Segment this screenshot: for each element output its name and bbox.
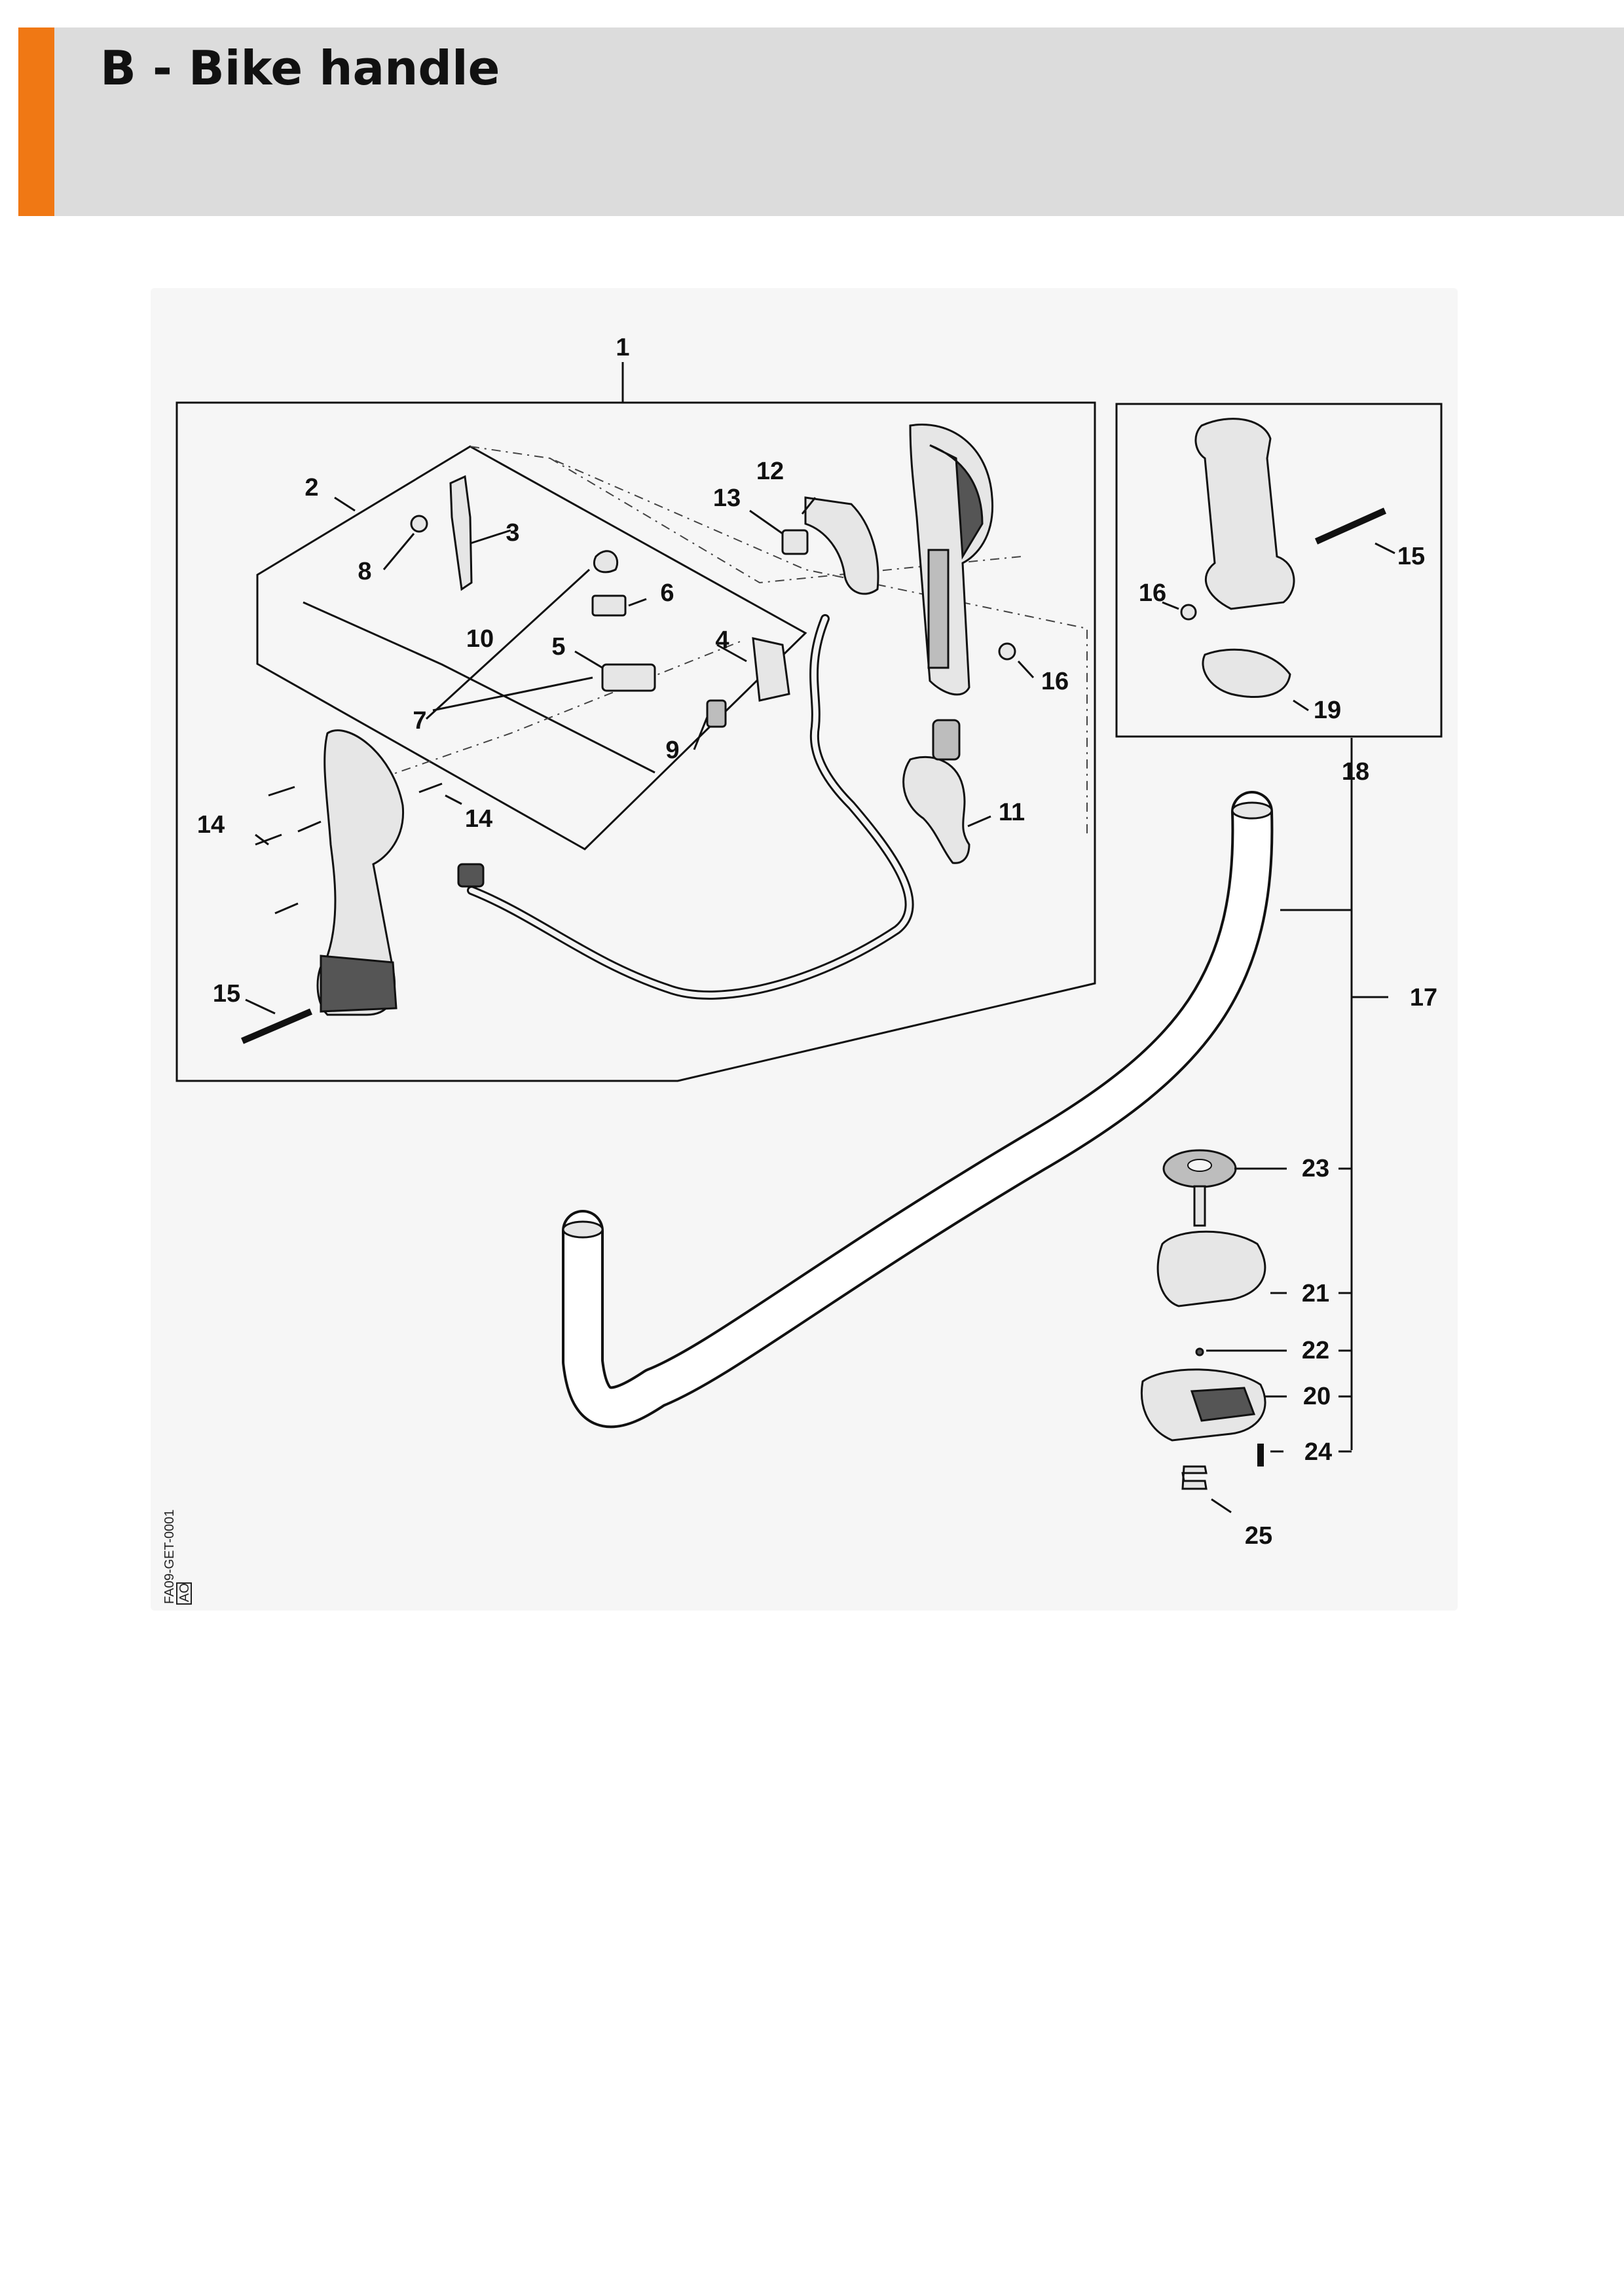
handle-housing-half [804,496,879,595]
callout-8: 8 [358,558,371,585]
spring-25 [1181,1465,1208,1490]
nut-16-right [1180,604,1197,621]
spring-10 [593,550,619,574]
callout-16-left: 16 [1041,668,1069,695]
lever-6 [591,594,627,617]
callout-18: 18 [1342,758,1369,786]
callout-17: 17 [1410,984,1437,1011]
grip-handle-18 [1194,418,1295,610]
knob-23-bolt [1193,1185,1206,1227]
callout-20: 20 [1303,1383,1331,1410]
throttle-trigger [902,756,970,864]
cable-connector [457,863,485,888]
nut-16-left [998,642,1016,661]
callout-14-left: 14 [197,811,225,839]
page-header: B - Bike handle [18,27,1624,216]
callout-11: 11 [999,799,1025,826]
screw-14-a [268,786,295,797]
bike-handle-tube [562,791,1274,1429]
page-title: B - Bike handle [100,41,500,96]
screw-14-d [274,902,299,915]
screw-14-e [418,782,443,793]
callout-19: 19 [1314,697,1341,724]
diagram-reference-badge: AO [177,1583,192,1602]
part-13 [781,529,809,555]
clamp-top-21 [1156,1230,1266,1307]
callout-3: 3 [506,519,519,547]
diagram-reference-code: FA09-GET-0001 [162,1509,177,1604]
spring-8 [410,515,428,533]
callout-21: 21 [1302,1280,1329,1307]
callout-1: 1 [616,334,629,361]
assembly-18-box [1115,403,1443,738]
callout-13: 13 [713,484,741,512]
clamp-19 [1202,648,1291,698]
screw-14-b [255,833,282,846]
callout-9: 9 [665,737,679,764]
callout-5: 5 [551,633,565,661]
callout-10: 10 [466,625,494,653]
callout-12: 12 [756,458,784,485]
lever-3 [449,475,473,591]
assembly-1-box [175,401,1096,1082]
callout-14-right: 14 [465,805,492,833]
interlock-lever [932,719,961,761]
callout-7: 7 [413,707,426,735]
callout-4: 4 [715,627,729,654]
spring-9 [706,699,727,728]
dashed-line-c [340,641,741,793]
screw-15-left [241,1008,312,1044]
callout-22: 22 [1302,1337,1329,1364]
lever-4 [752,637,790,702]
callout-25: 25 [1245,1522,1272,1550]
tube-end-left [562,1220,604,1239]
dashed-line-a [470,446,1088,838]
screw-14-c [297,820,322,833]
callout-15-right: 15 [1397,543,1425,570]
throttle-cable [467,614,914,1000]
assembly-2-box [256,445,807,850]
screw-15-right [1314,507,1387,545]
callout-23: 23 [1302,1155,1329,1182]
callout-16-right: 16 [1139,579,1166,607]
header-accent-bar [18,27,54,216]
pin-22 [1195,1347,1204,1357]
reference-badge-frame [176,1582,192,1605]
grip-housing-left [316,729,405,1016]
handle-housing-right [909,424,994,696]
callout-2: 2 [304,474,318,501]
callout-6: 6 [660,579,674,607]
assembly-2-inner-line [303,601,655,774]
callout-15-left: 15 [213,980,240,1008]
tube-end-right [1231,801,1273,820]
callout-24: 24 [1304,1438,1332,1466]
switch-5 [601,663,656,692]
